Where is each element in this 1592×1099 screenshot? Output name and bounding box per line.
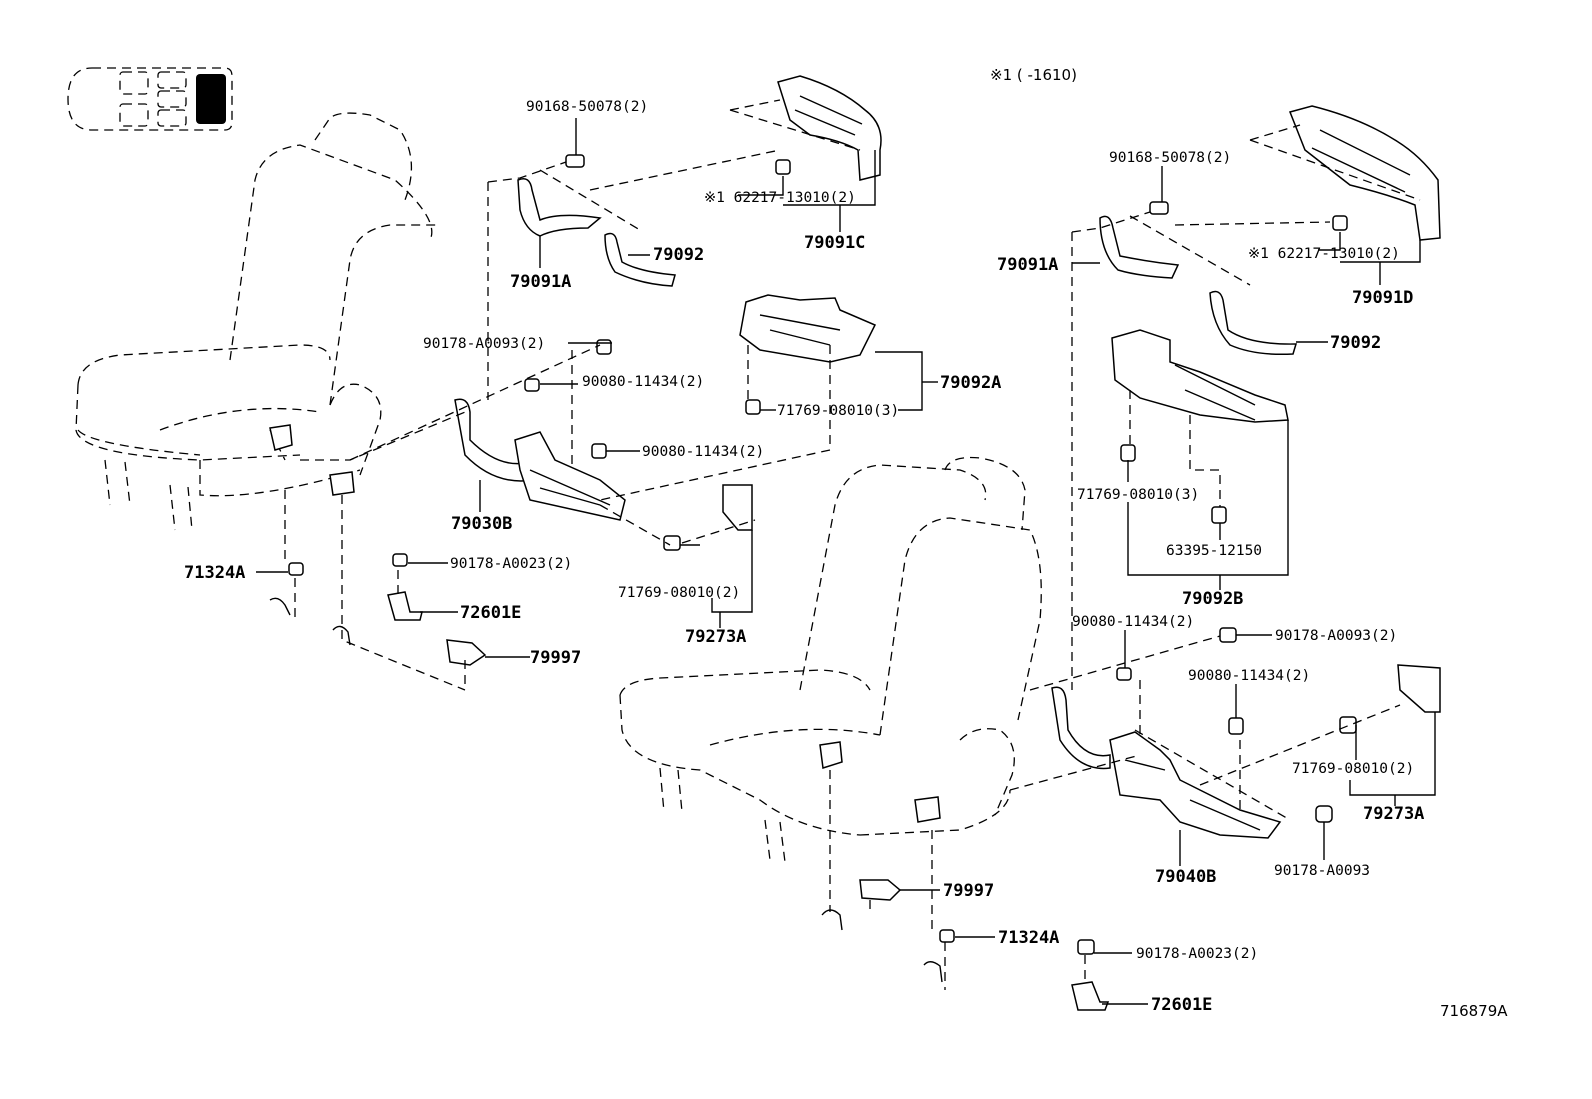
label-90168-50078-left: 90168-50078(2) (526, 99, 648, 115)
diagram-id: 716879A (1440, 1002, 1508, 1020)
selected-seat-marker (196, 74, 226, 124)
label-90080-11434-left-a: 90080-11434(2) (582, 374, 704, 390)
label-90178-A0023-right: 90178-A0023(2) (1136, 946, 1258, 962)
label-71324A-right: 71324A (998, 928, 1059, 948)
right-leader-lines (900, 166, 1436, 1005)
left-labels: 90168-50078(2) ※1 62217-13010(2) 79091C … (184, 99, 1001, 668)
label-79997-left: 79997 (530, 648, 581, 668)
label-90080-11434-right-a: 90080-11434(2) (1072, 614, 1194, 630)
label-79092A: 79092A (940, 373, 1001, 393)
label-62217-13010-left: ※1 62217-13010(2) (704, 190, 856, 206)
label-72601E-right: 72601E (1151, 995, 1212, 1015)
seat-position-map-icon (67, 67, 233, 131)
label-71769-08010-3-right: 71769-08010(3) (1077, 487, 1199, 503)
left-hardware (269, 75, 882, 666)
label-71769-08010-2-left: 71769-08010(2) (618, 585, 740, 601)
left-leader-lines (256, 118, 938, 658)
label-79091D: 79091D (1352, 288, 1413, 308)
label-79092-right: 79092 (1330, 333, 1381, 353)
label-79040B: 79040B (1155, 867, 1216, 887)
label-79092-left: 79092 (653, 245, 704, 265)
label-79273A-left: 79273A (685, 627, 746, 647)
right-seat-outline (619, 456, 1042, 863)
label-71324A-left: 71324A (184, 563, 245, 583)
right-labels: 90168-50078(2) 79091A ※1 62217-13010(2) … (943, 150, 1424, 1015)
label-79091A-left: 79091A (510, 272, 571, 292)
label-90080-11434-right-b: 90080-11434(2) (1188, 668, 1310, 684)
left-seat-outline (75, 112, 440, 531)
label-90168-50078-right: 90168-50078(2) (1109, 150, 1231, 166)
right-hardware (819, 105, 1441, 1011)
label-72601E-left: 72601E (460, 603, 521, 623)
label-79091A-right: 79091A (997, 255, 1058, 275)
label-62217-13010-right: ※1 62217-13010(2) (1248, 246, 1400, 262)
label-79030B: 79030B (451, 514, 512, 534)
label-79092B: 79092B (1182, 589, 1243, 609)
label-90178-A0093-right: 90178-A0093(2) (1275, 628, 1397, 644)
label-79997-right: 79997 (943, 881, 994, 901)
left-dashed-guides (284, 99, 861, 691)
label-90178-A0093-left: 90178-A0093(2) (423, 336, 545, 352)
label-79273A-right: 79273A (1363, 804, 1424, 824)
label-71769-08010-2-right: 71769-08010(2) (1292, 761, 1414, 777)
label-71769-08010-3-left: 71769-08010(3) (777, 403, 899, 419)
applicability-note: ※1 ( -1610) (990, 66, 1077, 84)
label-90178-A0093-single: 90178-A0093 (1274, 863, 1370, 879)
label-90178-A0023-left: 90178-A0023(2) (450, 556, 572, 572)
label-63395-12150: 63395-12150 (1166, 543, 1262, 559)
label-79091C: 79091C (804, 233, 865, 253)
label-90080-11434-left-b: 90080-11434(2) (642, 444, 764, 460)
